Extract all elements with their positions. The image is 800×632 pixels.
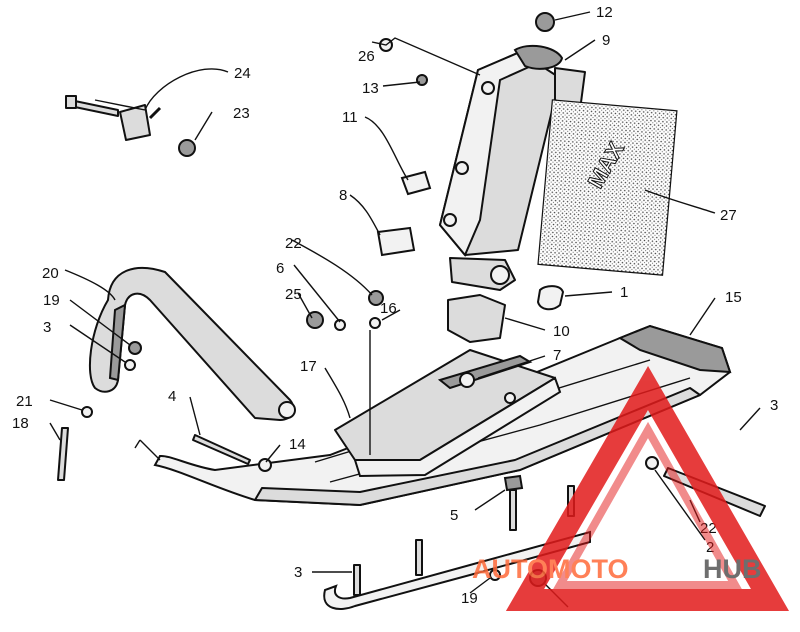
callout-21: 21: [16, 393, 33, 410]
callout-9: 9: [602, 32, 610, 49]
spindle-lower-clamp: [447, 257, 565, 343]
callout-3: 3: [43, 319, 51, 336]
watermark-text-automoto: AUTOMOTO: [472, 554, 629, 584]
watermark-text-hub: HUB: [703, 554, 762, 584]
callout-6: 6: [276, 260, 284, 277]
callout-16: 16: [380, 300, 397, 317]
ski-saddle: [334, 349, 562, 478]
callout-4: 4: [168, 388, 176, 405]
callout-5: 5: [450, 507, 458, 524]
leader-lines: [49, 11, 761, 608]
callout-18: 18: [12, 415, 29, 432]
callout-25: 25: [285, 286, 302, 303]
callout-19: 19: [461, 590, 478, 607]
callout-7: 7: [553, 347, 561, 364]
callout-17: 17: [300, 358, 317, 375]
callout-3: 3: [294, 564, 302, 581]
callout-23: 23: [233, 105, 250, 122]
watermark-logo: AUTOMOTO HUB: [472, 366, 790, 611]
callout-15: 15: [725, 289, 742, 306]
decal-panel: MAX: [537, 99, 678, 276]
callout-24: 24: [234, 65, 251, 82]
bolt-assembly-top-left: [65, 95, 196, 157]
callout-8: 8: [339, 187, 347, 204]
callout-13: 13: [362, 80, 379, 97]
callout-22: 22: [285, 235, 302, 252]
callout-11: 11: [342, 109, 358, 126]
callout-12: 12: [596, 4, 613, 21]
callout-3: 3: [770, 397, 778, 414]
callout-19: 19: [43, 292, 60, 309]
callout-1: 1: [620, 284, 628, 301]
spring-loop: [88, 266, 296, 421]
bushings: [376, 170, 432, 257]
callout-14: 14: [289, 436, 306, 453]
callout-10: 10: [553, 323, 570, 340]
spindle-housing: [438, 44, 586, 257]
callout-26: 26: [358, 48, 375, 65]
callout-20: 20: [42, 265, 59, 282]
callout-27: 27: [720, 207, 737, 224]
